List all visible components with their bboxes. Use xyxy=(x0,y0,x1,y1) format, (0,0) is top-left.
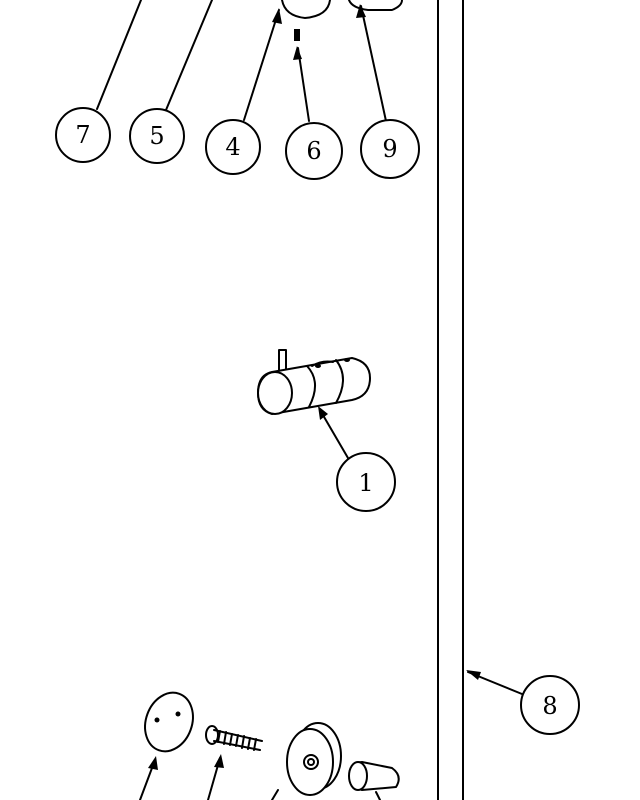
screw xyxy=(205,725,263,751)
svg-text:4: 4 xyxy=(225,133,240,161)
callout-8: 8 xyxy=(520,675,580,735)
set-screw-small xyxy=(294,29,300,41)
leader-line-1 xyxy=(318,406,349,459)
slider-body xyxy=(257,349,371,415)
svg-text:7: 7 xyxy=(75,121,90,149)
leader-lines-top xyxy=(96,0,387,122)
svg-text:9: 9 xyxy=(382,135,397,163)
callout-4: 4 xyxy=(205,119,261,175)
cover-disc xyxy=(144,691,194,753)
top-bracket-partial xyxy=(281,0,403,19)
callout-7: 7 xyxy=(55,107,111,163)
callout-1: 1 xyxy=(336,452,396,512)
wall-bracket xyxy=(286,722,342,796)
callout-5: 5 xyxy=(129,108,185,164)
callout-6: 6 xyxy=(285,122,343,180)
svg-text:5: 5 xyxy=(149,122,164,150)
slide-rail-bar xyxy=(437,0,464,800)
leader-lines-bottom xyxy=(139,754,381,800)
end-cap xyxy=(348,761,400,791)
svg-text:8: 8 xyxy=(542,692,557,720)
svg-text:1: 1 xyxy=(358,469,373,497)
svg-text:6: 6 xyxy=(306,137,321,165)
leader-line-8 xyxy=(466,670,523,695)
callout-9: 9 xyxy=(360,119,420,179)
